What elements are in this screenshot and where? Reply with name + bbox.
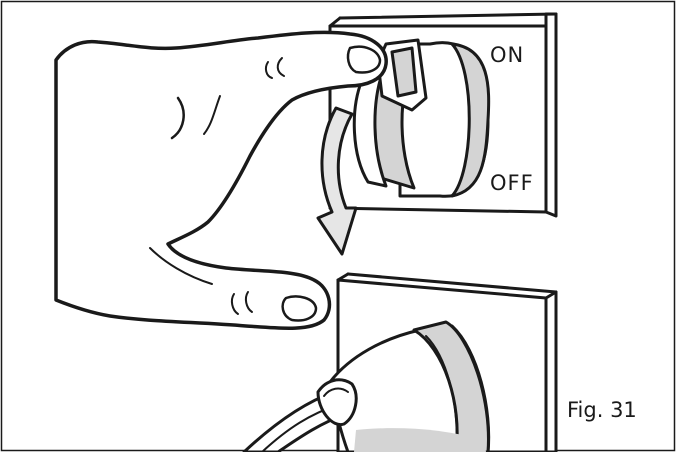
thumb-fingernail [283,296,316,320]
figure-caption: Fig. 31 [567,398,637,422]
switch-off-label: OFF [490,171,534,195]
switch-on-label: ON [490,43,524,67]
switch-plate-side [546,14,556,216]
index-fingernail [348,47,380,73]
socket-plate-side [546,292,556,452]
